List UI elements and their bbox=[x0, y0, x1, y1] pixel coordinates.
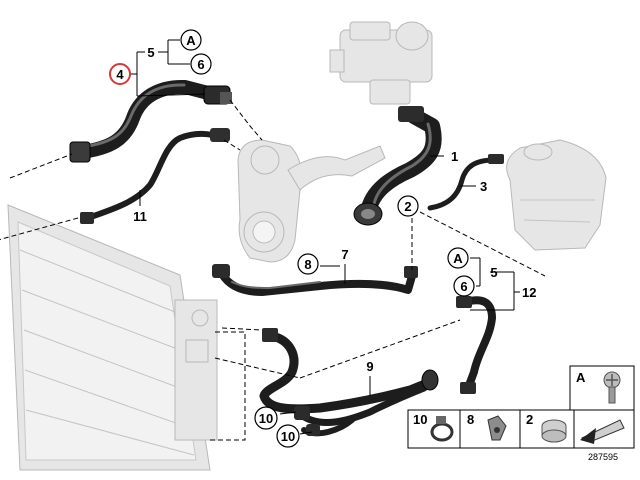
callout-7: 7 bbox=[341, 247, 348, 262]
hose-12 bbox=[456, 296, 496, 394]
callout-a-right: A bbox=[447, 247, 469, 269]
hose-11 bbox=[80, 128, 230, 224]
hose-clip-icon bbox=[430, 416, 454, 442]
callout-2-label: 2 bbox=[404, 199, 411, 214]
callout-10-upper: 10 bbox=[254, 406, 278, 430]
radiator-ghost bbox=[7, 204, 218, 471]
callout-1: 1 bbox=[451, 149, 458, 164]
arrow-pointer-icon bbox=[578, 414, 630, 444]
callout-5-top: 5 bbox=[147, 45, 154, 60]
callout-4-label: 4 bbox=[116, 67, 124, 82]
callout-8-label: 8 bbox=[304, 257, 311, 272]
callout-12: 12 bbox=[522, 285, 536, 300]
reference-number: 287595 bbox=[588, 452, 618, 462]
callout-10-lower-label: 10 bbox=[281, 429, 295, 444]
legend-10-label: 10 bbox=[413, 412, 427, 427]
hose-clamp-icon bbox=[541, 419, 567, 443]
hose-3 bbox=[427, 154, 504, 211]
upper-radiator-hose bbox=[69, 79, 232, 163]
leader-lines bbox=[0, 39, 546, 441]
legend-box-a: A bbox=[569, 365, 635, 411]
callout-4: 4 bbox=[109, 63, 131, 85]
callout-2: 2 bbox=[397, 195, 419, 217]
callout-6-right: 6 bbox=[453, 275, 475, 297]
callout-11: 11 bbox=[133, 209, 147, 224]
callout-10-upper-label: 10 bbox=[259, 411, 273, 426]
legend-box-row: 10 8 2 bbox=[407, 409, 635, 449]
hose-9-assembly bbox=[259, 328, 439, 437]
callout-8: 8 bbox=[297, 253, 319, 275]
callout-5-right: 5 bbox=[490, 265, 497, 280]
callout-9: 9 bbox=[366, 359, 373, 374]
legend-2-label: 2 bbox=[526, 412, 533, 427]
coolant-reservoir-ghost bbox=[506, 139, 607, 251]
callout-a-top: A bbox=[180, 29, 202, 51]
thermostat-housing-ghost bbox=[237, 139, 386, 263]
callout-6-top: 6 bbox=[190, 53, 212, 75]
bleed-screw-icon bbox=[603, 371, 621, 404]
callout-4-ring bbox=[109, 63, 131, 85]
hose-1 bbox=[353, 106, 442, 226]
callout-6-top-label: 6 bbox=[197, 57, 204, 72]
callout-10-lower: 10 bbox=[276, 424, 300, 448]
legend-8-label: 8 bbox=[467, 412, 474, 427]
callout-a-top-label: A bbox=[186, 33, 196, 48]
callout-6-right-label: 6 bbox=[460, 279, 467, 294]
callout-a-right-label: A bbox=[453, 251, 463, 266]
hose-7 bbox=[212, 264, 418, 296]
legend-a-label: A bbox=[576, 370, 586, 385]
connector-clip-icon bbox=[487, 415, 507, 441]
callout-3: 3 bbox=[480, 179, 487, 194]
expansion-tank-ghost bbox=[329, 21, 433, 105]
